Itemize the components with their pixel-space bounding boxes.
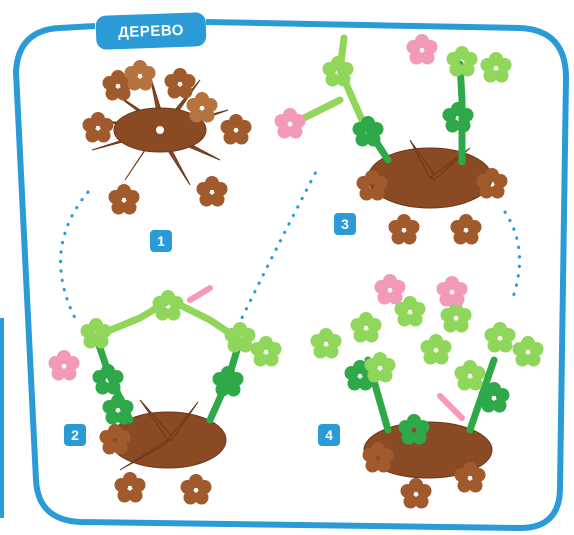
connector-1-2 <box>61 192 88 320</box>
step-2-badge: 2 <box>64 424 86 446</box>
left-edge-bar <box>0 318 4 518</box>
step-4-badge: 4 <box>318 424 340 446</box>
step-1-model <box>83 60 252 215</box>
page-title: ДЕРЕВО <box>95 12 206 50</box>
step-1-badge: 1 <box>150 230 172 252</box>
connector-3-4 <box>505 212 520 300</box>
step-3-badge: 3 <box>334 213 356 235</box>
connector-2-3 <box>238 168 318 326</box>
step-4-model <box>311 274 544 509</box>
step-2-model <box>49 288 282 505</box>
step-3-model <box>275 34 512 245</box>
